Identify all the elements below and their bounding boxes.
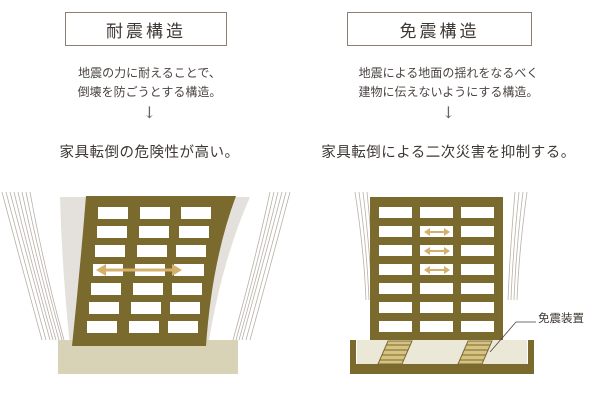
right-basin-floor: [356, 364, 528, 367]
seismic-resistant-desc-line2: 倒壊を防ごうとする構造。: [77, 85, 222, 99]
seismic-resistant-title: 耐震構造: [65, 12, 227, 46]
seismic-isolator-label: 免震装置: [538, 311, 584, 325]
device-callout-line: [489, 321, 536, 353]
left-windows: [87, 207, 211, 333]
seismic-resistant-desc-line1: 地震の力に耐えることで、: [78, 66, 221, 80]
seismic-resistant-section: 耐震構造 地震の力に耐えることで、 倒壊を防ごうとする構造。 ↓ 家具転倒の危険…: [0, 12, 299, 161]
right-isolation-basin: [350, 340, 534, 374]
seismic-isolation-desc-line2: 建物に伝えないようにする構造。: [358, 85, 539, 99]
seismic-resistant-description: 地震の力に耐えることで、 倒壊を防ごうとする構造。: [0, 64, 299, 102]
down-arrow-icon: ↓: [142, 103, 157, 122]
seismic-isolation-title: 免震構造: [347, 12, 532, 46]
seismic-isolation-desc-line1: 地震による地面の揺れをなるべく: [358, 66, 539, 80]
seismic-isolation-result: 家具転倒による二次災害を抑制する。: [321, 145, 576, 161]
left-sway-arrow-icon: [96, 264, 182, 276]
right-small-arrows-icon: [424, 228, 450, 274]
left-motion-lines: [1, 191, 291, 341]
seismic-resistant-result: 家具転倒の危険性が高い。: [59, 145, 240, 161]
seismic-isolation-section: 免震構造 地震による地面の揺れをなるべく 建物に伝えないようにする構造。 ↓ 家…: [299, 0, 598, 394]
seismic-isolator-icon: [377, 340, 493, 365]
seismic-isolation-description: 地震による地面の揺れをなるべく 建物に伝えないようにする構造。: [299, 64, 598, 102]
down-arrow-icon: ↓: [441, 103, 456, 122]
